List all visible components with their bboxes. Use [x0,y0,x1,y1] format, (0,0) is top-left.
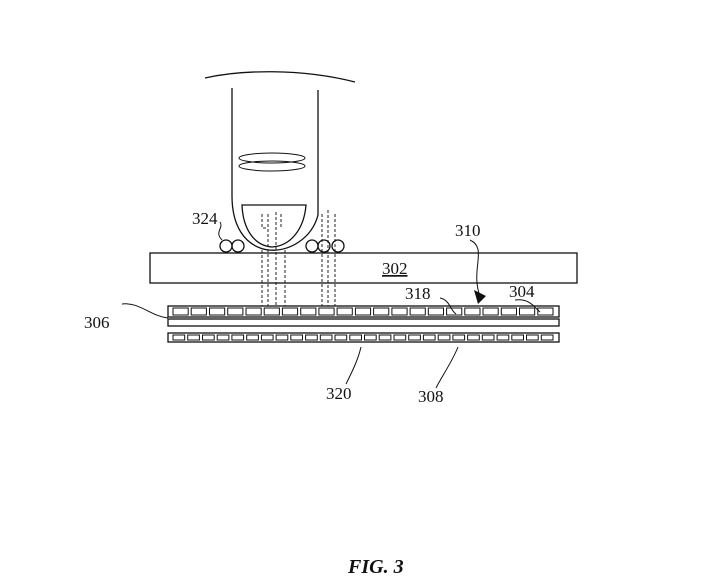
pixel-cell [409,307,426,316]
finger [204,71,356,251]
sensor-cell [231,334,245,341]
pixel-cell [537,307,554,316]
pixel-cell [209,307,226,316]
light-paths [261,210,336,306]
pixel-cell [446,307,463,316]
sensor-layer-308 [167,332,560,343]
pixel-cell [427,307,444,316]
label-318: 318 [405,284,431,303]
sensor-cell [408,334,421,341]
sensor-cell [305,334,318,341]
pixel-row-304 [167,305,560,318]
pixel-cell [190,307,207,316]
pixel-cell [245,307,262,316]
pixel-cell [519,307,536,316]
layer-306 [167,318,560,327]
sensor-cell [364,334,377,341]
sensor-cell [260,334,274,341]
sensor-cell [275,334,289,341]
label-306: 306 [84,313,110,332]
sensor-cell [467,334,480,341]
sensor-cell [540,334,554,341]
sensor-cell [437,334,451,341]
pixel-cell [464,307,481,316]
label-308: 308 [418,387,444,406]
sensor-cell [290,334,303,341]
pixel-cell [227,307,244,316]
pixel-cell [354,307,372,316]
sensor-cell [202,334,215,341]
pixel-cell [336,307,353,316]
label-310: 310 [455,221,481,240]
pixel-cell [172,307,189,316]
sensor-cell [334,334,348,341]
sensor-cell [496,334,510,341]
sensor-cell [378,334,392,341]
sensor-cell [319,334,333,341]
label-302: 302 [382,259,408,278]
sensor-cell [526,334,539,341]
droplets [219,239,345,253]
pixel-cell [300,307,317,316]
sensor-cell [216,334,230,341]
sensor-cell [422,334,436,341]
label-304: 304 [509,282,535,301]
sensor-cell [349,334,362,341]
pixel-cell [500,307,517,316]
sensor-cell [246,334,259,341]
sensor-cell [511,334,524,341]
sensor-cell [393,334,407,341]
pixel-cell [318,307,335,316]
sensor-cell [481,334,495,341]
sensor-cell [452,334,466,341]
label-324: 324 [192,209,218,228]
sensor-cell [187,334,200,341]
pixel-cell [373,307,390,316]
sensor-cell [172,334,186,341]
leader-lines [121,221,541,389]
pixel-row-frame [167,305,560,318]
pixel-cell [391,307,408,316]
pixel-cell [263,307,280,316]
cover-layer-302 [149,252,578,284]
pixel-cell [281,307,299,316]
pixel-cell [482,307,499,316]
sensor-elements-320 [172,334,554,341]
label-320: 320 [326,384,352,403]
figure-caption: FIG. 3 [347,556,404,578]
